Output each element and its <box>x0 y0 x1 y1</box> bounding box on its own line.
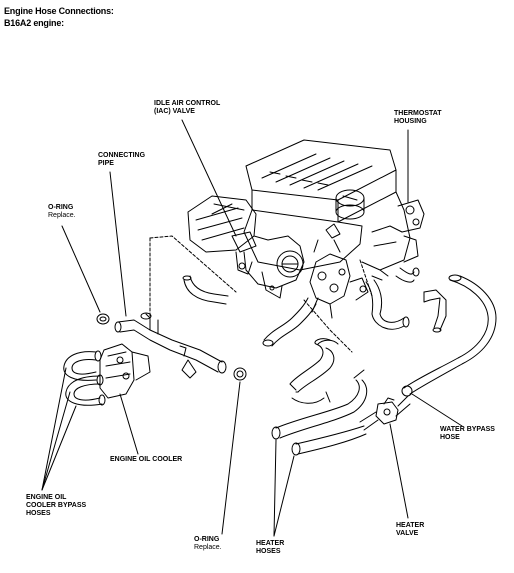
label-connecting-pipe: CONNECTING PIPE <box>98 152 146 167</box>
manifold-cluster <box>309 223 369 319</box>
label-water-bypass-hose: WATER BYPASS HOSE <box>440 426 495 441</box>
label-engine-oil-cooler: ENGINE OIL COOLER <box>110 456 183 463</box>
heater-hose-upper-shape <box>271 369 368 440</box>
page-title: Engine Hose Connections: <box>4 6 114 16</box>
cylinder-head <box>243 139 425 271</box>
heater-valve-shape <box>359 395 411 431</box>
label-o-ring-bottom: O-RING Replace. <box>194 536 222 551</box>
thermostat-hose <box>371 267 420 283</box>
engine-oil-cooler-shape <box>99 343 151 399</box>
o-ring-bottom-shape <box>233 367 247 381</box>
label-thermostat-housing: THERMOSTAT HOUSING <box>394 110 442 125</box>
label-iac-valve: IDLE AIR CONTROL (IAC) VALVE <box>154 100 221 115</box>
label-heater-valve: HEATER VALVE <box>396 522 425 537</box>
leader-lines <box>41 119 463 537</box>
page-subtitle: B16A2 engine: <box>4 18 64 28</box>
o-ring-top-shape <box>96 313 110 325</box>
heater-hose-lower-shape <box>291 425 367 456</box>
center-hose-1 <box>262 297 317 347</box>
label-heater-hoses: HEATER HOSES <box>256 540 285 555</box>
bypass-hoses-shape <box>63 350 106 406</box>
alignment-lines <box>149 235 373 353</box>
throttle-hose <box>182 275 229 305</box>
center-hose-2 <box>289 338 339 404</box>
connecting-pipe-shape <box>114 312 227 379</box>
label-bypass-hoses: ENGINE OIL COOLER BYPASS HOSES <box>26 494 87 517</box>
water-hose-upper <box>365 279 410 330</box>
right-connector <box>423 289 447 333</box>
water-bypass-hose-shape <box>401 274 497 397</box>
label-o-ring-top: O-RING Replace. <box>48 204 76 219</box>
intake-assembly <box>187 195 305 299</box>
